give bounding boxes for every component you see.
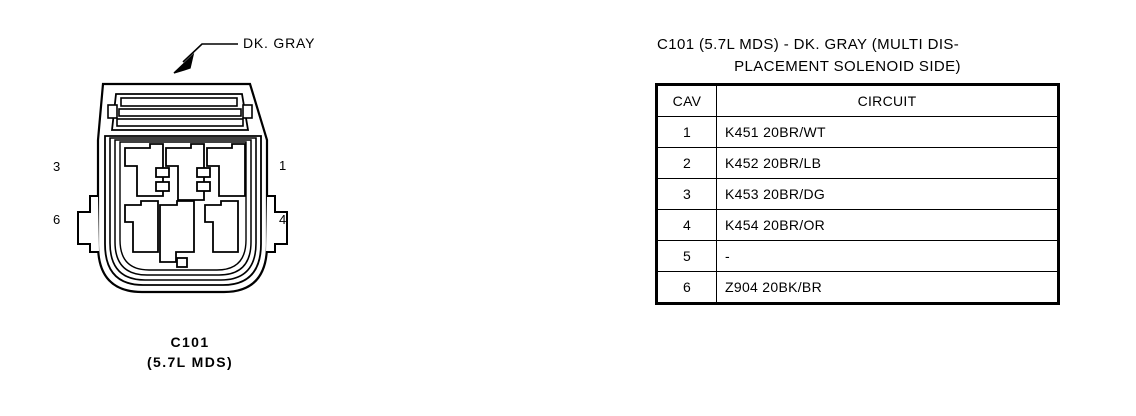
cavity-number-3: 3: [53, 159, 61, 174]
connector-caption-line1: C101: [170, 334, 210, 350]
cell-circuit: K453 20BR/DG: [716, 178, 1059, 210]
terminal-slot-d: [196, 181, 211, 192]
connector-diagram-panel: DK. GRAY 3 6 1 4 C101 (5.7L MDS): [0, 0, 400, 416]
dk-gray-callout-label: DK. GRAY: [243, 35, 316, 51]
terminal-slot-b: [155, 181, 170, 192]
terminal-cavity-2: [165, 143, 205, 201]
cavity-number-1: 1: [279, 158, 287, 173]
cell-cav: 3: [656, 178, 717, 210]
table-row: 4 K454 20BR/OR: [656, 209, 1059, 241]
table-row: 6 Z904 20BK/BR: [656, 271, 1059, 304]
cavity-number-6: 6: [53, 212, 61, 227]
cell-circuit: Z904 20BK/BR: [716, 271, 1059, 304]
connector-latch-detail: [107, 93, 253, 131]
cell-cav: 6: [656, 271, 717, 304]
table-row: 1 K451 20BR/WT: [656, 116, 1059, 148]
column-header-circuit: CIRCUIT: [716, 84, 1059, 117]
dk-gray-callout-leader: [173, 43, 238, 74]
table-row: 5 -: [656, 240, 1059, 272]
cell-circuit: K451 20BR/WT: [716, 116, 1059, 148]
table-title: C101 (5.7L MDS) - DK. GRAY (MULTI DIS- P…: [655, 34, 1058, 78]
terminal-cavity-5: [159, 200, 195, 263]
terminal-cavity-row-bottom: [124, 200, 239, 268]
cell-cav: 4: [656, 209, 717, 241]
cavity-circuit-table: CAV CIRCUIT 1 K451 20BR/WT 2 K452 20BR/L…: [655, 83, 1060, 305]
table-header-row: CAV CIRCUIT: [656, 84, 1059, 117]
terminal-slot-e: [176, 257, 188, 268]
terminal-cavity-1: [206, 143, 246, 197]
cell-circuit: K454 20BR/OR: [716, 209, 1059, 241]
table-row: 3 K453 20BR/DG: [656, 178, 1059, 210]
table-row: 2 K452 20BR/LB: [656, 147, 1059, 179]
connector-inner-seal-contours: [104, 135, 262, 286]
terminal-cavity-6: [124, 200, 159, 253]
cell-cav: 1: [656, 116, 717, 148]
terminal-slot-a: [155, 167, 170, 178]
terminal-cavity-3: [124, 143, 164, 197]
cell-circuit: -: [716, 240, 1059, 272]
cavity-number-4: 4: [279, 212, 287, 227]
connector-caption-line2: (5.7L MDS): [146, 354, 234, 370]
table-body: 1 K451 20BR/WT 2 K452 20BR/LB 3 K453 20B…: [656, 116, 1059, 304]
connector-caption: C101 (5.7L MDS): [75, 332, 305, 372]
cell-cav: 5: [656, 240, 717, 272]
table-title-line2: PLACEMENT SOLENOID SIDE): [734, 58, 961, 75]
cell-circuit: K452 20BR/LB: [716, 147, 1059, 179]
terminal-slot-c: [196, 167, 211, 178]
terminal-cavity-4: [204, 200, 239, 253]
terminal-cavity-row-top: [124, 143, 246, 201]
cavity-table-panel: C101 (5.7L MDS) - DK. GRAY (MULTI DIS- P…: [655, 34, 1065, 305]
connector-face-drawing: [77, 43, 288, 294]
column-header-cav: CAV: [656, 84, 717, 117]
cell-cav: 2: [656, 147, 717, 179]
table-title-line1: C101 (5.7L MDS) - DK. GRAY (MULTI DIS-: [657, 36, 960, 53]
